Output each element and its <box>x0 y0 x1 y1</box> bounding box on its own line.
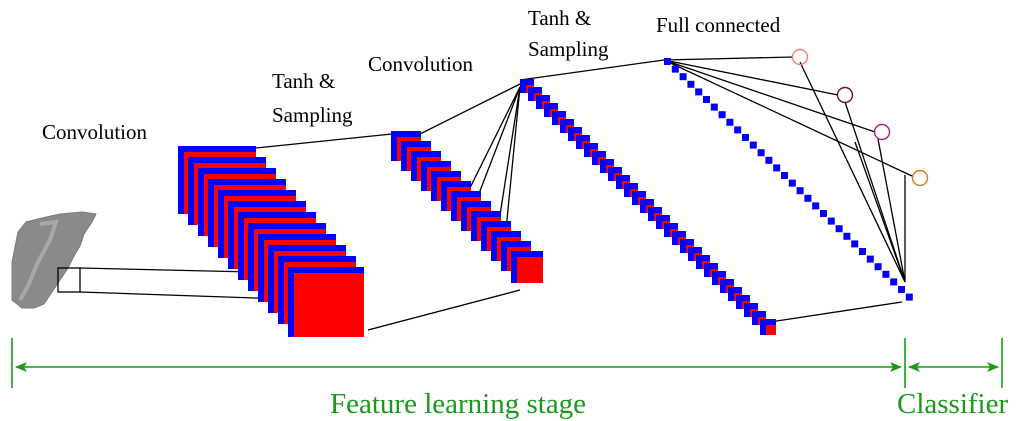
fc-unit-back <box>827 217 835 225</box>
fc-unit-back <box>765 156 773 164</box>
fc-unit-front <box>709 102 710 103</box>
fc-unit-back <box>718 111 726 119</box>
fc-unit-back <box>812 202 820 210</box>
fc-unit-back <box>796 187 804 195</box>
fc-unit-back <box>905 293 913 301</box>
output-neuron-4 <box>911 169 929 187</box>
label-full-connected: Full connected <box>656 13 781 37</box>
input-image <box>11 211 97 309</box>
label-tanh-1-line2: Sampling <box>272 103 353 127</box>
fc-unit-front <box>857 246 859 248</box>
fc-unit-front <box>802 193 804 195</box>
label-tanh-1-line1: Tanh & <box>272 69 335 93</box>
output-neuron-1 <box>791 48 809 66</box>
fc-unit-front <box>693 86 695 88</box>
fc-unit-front <box>911 299 913 301</box>
fc-unit-back <box>671 65 679 73</box>
fc-unit-back <box>710 103 718 111</box>
fc-unit-front <box>826 216 827 217</box>
fc-unit-front <box>888 276 890 278</box>
fc-unit-back <box>874 263 882 271</box>
output-neuron-2 <box>836 86 854 104</box>
conv1-map-front <box>294 273 364 337</box>
fc-unit-front <box>771 162 773 164</box>
label-tanh-2-line1: Tanh & <box>528 6 591 30</box>
fc-unit-front <box>787 178 788 179</box>
fc-unit-back <box>835 225 843 233</box>
fc-unit-front <box>740 132 742 134</box>
fc-unit-back <box>742 134 749 141</box>
fc-unit-front <box>763 155 765 157</box>
fc-unit-back <box>843 232 851 240</box>
fc-unit-back <box>804 194 812 202</box>
fc-unit-front <box>849 238 851 240</box>
fc-unit-back <box>890 278 898 286</box>
sampling2-map-front <box>766 325 776 335</box>
conv1-feature-maps <box>178 146 364 337</box>
fc-unit-front <box>677 71 679 73</box>
fc-unit-front <box>685 79 687 81</box>
fc-unit-back <box>788 179 796 187</box>
stage-annotation: Feature learning stage Classifier <box>11 338 1008 420</box>
fc-unit-front <box>841 231 843 233</box>
fc-unit-back <box>664 58 671 65</box>
fc-unit-front <box>865 254 866 255</box>
fc-unit-front <box>904 292 905 293</box>
fc-unit-front <box>755 147 757 149</box>
label-feature-learning-stage: Feature learning stage <box>330 388 586 420</box>
fc-unit-front <box>794 185 796 187</box>
fc-unit-back <box>859 248 866 255</box>
fc-unit-back <box>757 149 765 157</box>
fc-unit-front <box>833 223 835 225</box>
label-convolution-2: Convolution <box>368 52 474 76</box>
fc-unit-front <box>670 64 671 65</box>
fc-unit-back <box>726 118 734 126</box>
fc-unit-back <box>703 96 710 103</box>
label-classifier: Classifier <box>897 388 1008 420</box>
receptive-field-box <box>57 267 81 293</box>
fc-unit-front <box>748 140 749 141</box>
fc-unit-front <box>896 284 898 286</box>
fc-unit-back <box>695 88 703 96</box>
fc-unit-back <box>851 240 859 248</box>
fc-unit-back <box>734 126 742 134</box>
fc-unit-front <box>724 117 726 119</box>
output-neuron-3 <box>873 123 891 141</box>
label-tanh-2-line2: Sampling <box>528 37 609 61</box>
tanh-sampling1-feature-maps <box>391 131 543 283</box>
fc-unit-front <box>818 208 820 210</box>
fc-unit-back <box>898 286 905 293</box>
fc-unit-front <box>701 94 703 96</box>
fc-unit-back <box>773 164 781 172</box>
fc-unit-front <box>872 261 874 263</box>
fc-unit-front <box>810 200 812 202</box>
fc-unit-back <box>679 73 687 81</box>
fc-unit-front <box>716 109 718 111</box>
fc-unit-front <box>880 269 882 271</box>
label-convolution-1: Convolution <box>42 120 148 144</box>
full-connected-units <box>664 58 913 301</box>
fc-unit-back <box>749 141 757 149</box>
fc-unit-front <box>732 124 734 126</box>
fc-unit-back <box>882 270 890 278</box>
fc-unit-front <box>779 170 781 172</box>
fc-unit-back <box>781 172 788 179</box>
fc-unit-back <box>866 255 874 263</box>
sampling1-map-front <box>517 257 543 283</box>
fc-unit-back <box>687 80 695 88</box>
fc-unit-back <box>820 210 827 217</box>
tanh-sampling2-feature-maps <box>520 79 776 335</box>
